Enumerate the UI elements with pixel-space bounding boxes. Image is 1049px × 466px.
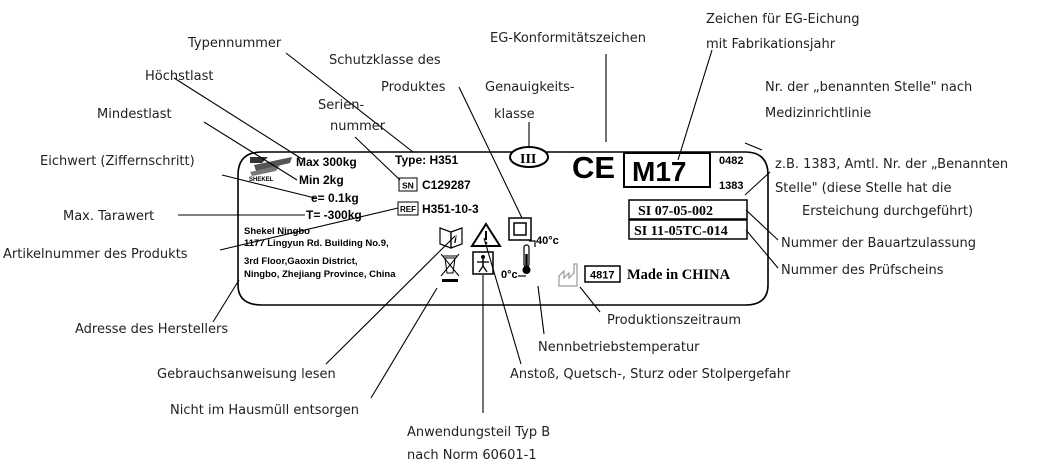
annotation-gebrauch: Gebrauchsanweisung lesen (157, 367, 336, 382)
annotation-schutzklasse: Schutzklasse des (329, 53, 441, 68)
annotation-genauigkeit: Genauigkeits- (485, 80, 575, 95)
annotation-tarawert: Max. Tarawert (63, 209, 154, 224)
protection-class-icon (508, 217, 532, 241)
leader-line (370, 287, 438, 399)
annotation-hoechstlast: Höchstlast (145, 69, 213, 84)
plate-outline (237, 151, 769, 306)
leader-line (744, 171, 771, 196)
leader-line (579, 286, 601, 313)
annotation-anstoss: Anstoß, Quetsch-, Sturz oder Stolpergefa… (510, 367, 791, 382)
annotation-genauigkeit: klasse (494, 107, 535, 122)
annotation-schutzklasse: Produktes (381, 80, 446, 95)
annotation-eichwert: Eichwert (Ziffernschritt) (40, 154, 195, 169)
temperature-limit-icon (518, 240, 536, 277)
ref-label: REF (400, 205, 416, 214)
leader-line (354, 136, 401, 181)
leader-line (745, 209, 779, 241)
manufacturer-line: Ningbo, Zhejiang Province, China (244, 269, 396, 280)
annotation-artikelnummer: Artikelnummer des Produkts (3, 247, 188, 262)
ref-value: H351-10-3 (422, 202, 479, 216)
annotation-produktionszeitraum: Produktionszeitraum (607, 313, 741, 328)
annotation-anwendungsteil: nach Norm 60601-1 (407, 448, 537, 463)
notified-body-bottom: 1383 (719, 180, 743, 192)
leader-line (221, 174, 316, 199)
annotation-mindestlast: Mindestlast (97, 107, 172, 122)
annotation-adresse: Adresse des Herstellers (75, 322, 228, 337)
leader-line (325, 235, 456, 365)
manufacturer-line: Shekel Ningbo (244, 226, 310, 237)
brand-text: SHEKEL (249, 177, 274, 183)
ce-mark: CE (572, 150, 615, 185)
svg-text:i: i (454, 235, 457, 246)
annotation-typennummer: Typennummer (187, 36, 282, 51)
approval-box-2 (628, 219, 748, 240)
e-value-text: e= 0.1kg (311, 191, 359, 205)
leader-line (458, 86, 523, 219)
leader-line (483, 237, 522, 365)
sn-box (398, 177, 418, 192)
made-in-text: Made in CHINA (627, 267, 731, 283)
annotation-amtl: Stelle" (diese Stelle hat die (775, 181, 952, 196)
sn-value: C129287 (422, 178, 471, 192)
annotations: Typennummer Schutzklasse des Produktes E… (3, 12, 1008, 463)
annotation-amtl: z.B. 1383, Amtl. Nr. der „Benannten (775, 157, 1008, 172)
annotation-eg-eichung: Zeichen für EG-Eichung (706, 12, 860, 27)
annotation-seriennummer: nummer (330, 119, 386, 134)
notified-body-top: 0482 (719, 155, 743, 167)
annotation-anwendungsteil: Anwendungsteil Typ B (407, 425, 550, 440)
factory-icon (558, 263, 578, 287)
annotation-benannte-stelle: Nr. der „benannten Stelle" nach (765, 80, 972, 95)
min-text: Min 2kg (299, 173, 344, 187)
approval-text-1: SI 07-05-002 (638, 204, 713, 219)
nameplate: SHEKEL Max 300kg Min 2kg e= 0.1kg T= -30… (237, 146, 769, 306)
approval-box-1 (628, 199, 748, 220)
manufacturer-address: Shekel Ningbo 1177 Lingyun Rd. Building … (244, 226, 396, 280)
production-date: 4817 (590, 270, 614, 282)
temp-min-text: 0°c (501, 269, 518, 281)
manufacturer-line: 1177 Lingyun Rd. Building No.9, (244, 238, 389, 249)
annotation-amtl: Ersteichung durchgeführt) (802, 204, 973, 219)
leader-line (677, 49, 713, 161)
annotation-benannte-stelle: Medizinrichtlinie (765, 106, 871, 121)
max-text: Max 300kg (296, 155, 357, 169)
leader-lines (173, 49, 779, 413)
manufacturer-line: 3rd Floor,Gaoxin District, (244, 256, 358, 267)
accuracy-class-text: III (520, 152, 536, 167)
annotation-pruefschein: Nummer des Prüfscheins (781, 263, 944, 278)
leader-line (219, 207, 399, 251)
temp-max-text: 40°c (536, 235, 559, 247)
crossed-bin-icon (440, 253, 460, 282)
leader-line (744, 142, 763, 151)
metrology-text: M17 (632, 156, 686, 187)
production-date-box (584, 265, 621, 283)
annotation-bauartzulassung: Nummer der Bauartzulassung (781, 236, 976, 251)
annotation-eg-eichung: mit Fabrikationsjahr (706, 37, 836, 52)
accuracy-class-mark: III (509, 146, 549, 168)
leader-line (212, 279, 240, 323)
leader-line (285, 52, 414, 153)
leader-line (537, 285, 545, 335)
metrology-mark: M17 (623, 152, 711, 188)
annotation-nennbetrieb: Nennbetriebstemperatur (538, 340, 700, 355)
annotation-eg-konformitaet: EG-Konformitätszeichen (490, 31, 646, 46)
leader-line (203, 121, 298, 181)
applied-part-b-icon (472, 251, 494, 275)
leader-line (173, 77, 303, 160)
type-text: Type: H351 (395, 153, 458, 167)
approval-text-2: SI 11-05TC-014 (634, 224, 728, 239)
sn-label: SN (402, 181, 414, 191)
shekel-logo: SHEKEL (249, 157, 292, 183)
annotation-seriennummer: Serien- (318, 98, 364, 113)
tare-text: T= -300kg (306, 208, 362, 222)
leader-line (745, 229, 779, 269)
instructions-manual-icon: i (439, 227, 463, 249)
annotation-hausmuell: Nicht im Hausmüll entsorgen (170, 403, 359, 418)
